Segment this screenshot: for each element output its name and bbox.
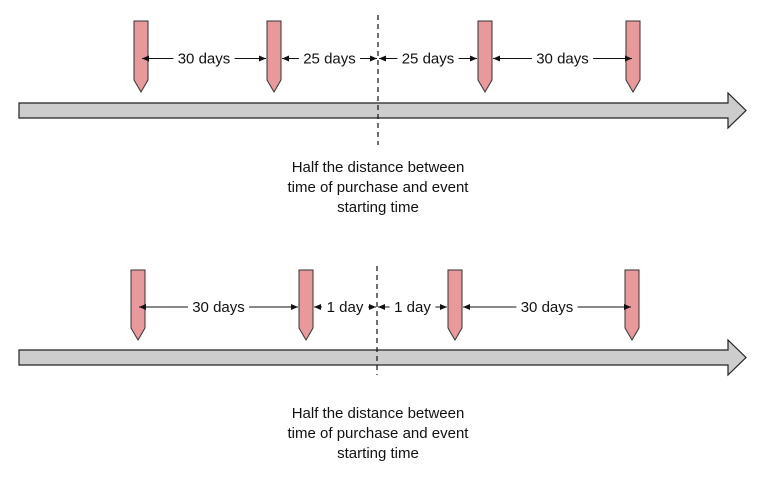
midpoint-caption: Half the distance between xyxy=(292,159,465,176)
interval-label: 30 days xyxy=(536,51,589,68)
event-marker xyxy=(447,269,463,341)
interval-label: 25 days xyxy=(303,51,356,68)
midpoint-caption: starting time xyxy=(337,199,419,216)
interval-label: 1 day xyxy=(327,299,364,316)
interval-label: 30 days xyxy=(521,299,574,316)
interval-label: 1 day xyxy=(394,299,431,316)
event-marker xyxy=(266,20,282,93)
interval-label: 25 days xyxy=(402,51,455,68)
midpoint-caption: Half the distance between xyxy=(292,405,465,422)
interval-label: 30 days xyxy=(192,299,245,316)
timeline-arrow xyxy=(18,91,747,130)
event-marker xyxy=(625,20,641,93)
midpoint-caption: time of purchase and event xyxy=(288,179,470,196)
interval-label: 30 days xyxy=(178,51,231,68)
event-marker xyxy=(298,269,314,341)
midpoint-caption: time of purchase and event xyxy=(288,425,470,442)
timeline-arrow xyxy=(18,338,747,377)
event-marker xyxy=(130,269,146,341)
event-marker xyxy=(624,269,640,341)
midpoint-caption: starting time xyxy=(337,445,419,462)
event-marker xyxy=(133,20,149,93)
event-marker xyxy=(477,20,493,93)
